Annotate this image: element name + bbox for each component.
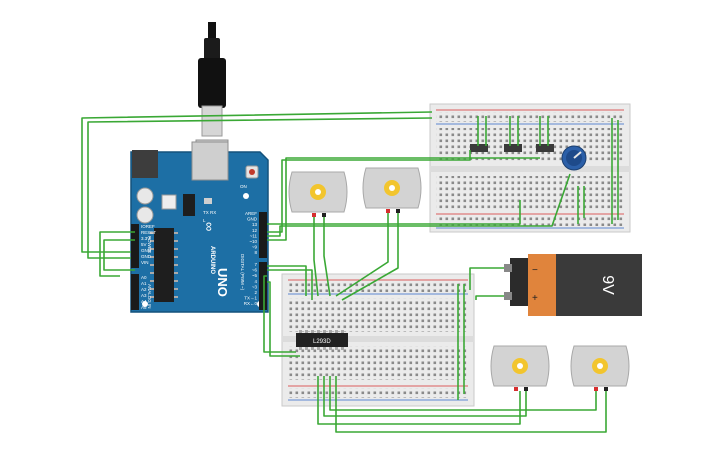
dc-motor-3[interactable] bbox=[490, 345, 550, 391]
power-pin-label: GND bbox=[141, 254, 152, 259]
wire bbox=[267, 281, 300, 357]
wire bbox=[329, 376, 597, 411]
wire bbox=[335, 376, 607, 433]
wire bbox=[323, 217, 331, 297]
wire bbox=[475, 295, 504, 300]
battery-label: 9V bbox=[599, 275, 616, 295]
digital-pin-label: 7 bbox=[254, 262, 257, 267]
power-pin-label: 5V bbox=[141, 242, 147, 247]
analog-pin-label: A1 bbox=[141, 281, 147, 286]
tx-label: TX bbox=[203, 210, 209, 215]
digital-label: DIGITAL (PWM ~) bbox=[240, 254, 245, 291]
wire bbox=[81, 111, 433, 253]
digital-header-low bbox=[259, 262, 267, 310]
reset-button[interactable] bbox=[249, 169, 255, 175]
analog-pin-label: A5 bbox=[141, 305, 147, 310]
power-label: POWER bbox=[147, 236, 152, 254]
wire bbox=[469, 267, 504, 290]
digital-pin-label: ~11 bbox=[250, 233, 258, 238]
rx-label: RX bbox=[210, 210, 216, 215]
digital-pin-label: ~5 bbox=[252, 273, 258, 278]
power-pin-label: VIN bbox=[141, 260, 149, 265]
digital-pin-label: 2 bbox=[254, 290, 257, 295]
atmega-chip bbox=[154, 228, 174, 302]
digital-pin-label: 13 bbox=[252, 222, 258, 227]
power-pin-label: RESET bbox=[141, 230, 156, 235]
digital-pin-label: ~9 bbox=[252, 245, 258, 250]
analog-pin-label: A3 bbox=[141, 293, 147, 298]
wire bbox=[341, 213, 399, 301]
wire bbox=[267, 157, 540, 241]
digital-header-high bbox=[259, 212, 267, 258]
digital-pin-label: GND bbox=[247, 217, 258, 222]
dc-motor-2[interactable] bbox=[362, 167, 422, 213]
chip-label: L293D bbox=[313, 339, 331, 345]
potentiometer[interactable] bbox=[561, 145, 587, 171]
wire bbox=[87, 117, 433, 259]
on-label: ON bbox=[240, 184, 247, 189]
digital-pin-label: ~10 bbox=[249, 239, 257, 244]
analog-pin-label: A4 bbox=[141, 299, 147, 304]
wire bbox=[267, 173, 571, 237]
wire bbox=[99, 231, 135, 277]
wire bbox=[313, 217, 319, 297]
analog-in-label: ANALOG IN bbox=[147, 284, 152, 309]
arduino-logo: ∞ bbox=[202, 222, 217, 231]
wire bbox=[323, 376, 527, 417]
wire bbox=[103, 239, 135, 271]
wire bbox=[267, 269, 313, 300]
analog-pin-label: A0 bbox=[141, 275, 147, 280]
wire bbox=[317, 376, 521, 425]
power-header bbox=[131, 224, 139, 268]
dc-motor-4[interactable] bbox=[570, 345, 630, 391]
l293d-chip[interactable]: L293D bbox=[296, 330, 348, 350]
wire bbox=[263, 275, 296, 353]
digital-pin-label: TX→1 bbox=[244, 296, 257, 301]
analog-header bbox=[131, 274, 139, 310]
power-pin-label: 3.3V bbox=[141, 236, 150, 241]
breadboard-top[interactable] bbox=[429, 103, 631, 233]
arduino-brand: ARDUINO bbox=[209, 246, 215, 274]
digital-pin-label: 12 bbox=[252, 228, 258, 233]
battery-9v[interactable]: − + 9V bbox=[504, 254, 642, 316]
battery-plus: + bbox=[532, 293, 538, 304]
digital-pin-label: RX←0 bbox=[244, 301, 258, 306]
slide-switches[interactable] bbox=[470, 144, 554, 152]
digital-pin-label: 4 bbox=[254, 279, 257, 284]
power-pin-label: IOREF bbox=[141, 224, 155, 229]
wire bbox=[267, 200, 521, 225]
power-pin-label: GND bbox=[141, 248, 152, 253]
digital-pin-label: ~3 bbox=[252, 284, 258, 289]
digital-pin-label: 8 bbox=[254, 250, 257, 255]
digital-pin-label: AREF bbox=[245, 211, 257, 216]
arduino-model: UNO bbox=[215, 268, 230, 297]
dc-motor-1[interactable] bbox=[288, 171, 348, 217]
wire bbox=[335, 213, 389, 297]
analog-pin-label: A2 bbox=[141, 287, 147, 292]
wire bbox=[267, 265, 307, 296]
wire bbox=[267, 150, 471, 233]
l-label: L bbox=[203, 218, 206, 223]
switch-3[interactable] bbox=[536, 144, 554, 152]
battery-minus: − bbox=[532, 265, 538, 276]
wires bbox=[81, 111, 619, 433]
switch-2[interactable] bbox=[504, 144, 522, 152]
switch-1[interactable] bbox=[470, 144, 488, 152]
digital-pin-label: ~6 bbox=[252, 268, 258, 273]
